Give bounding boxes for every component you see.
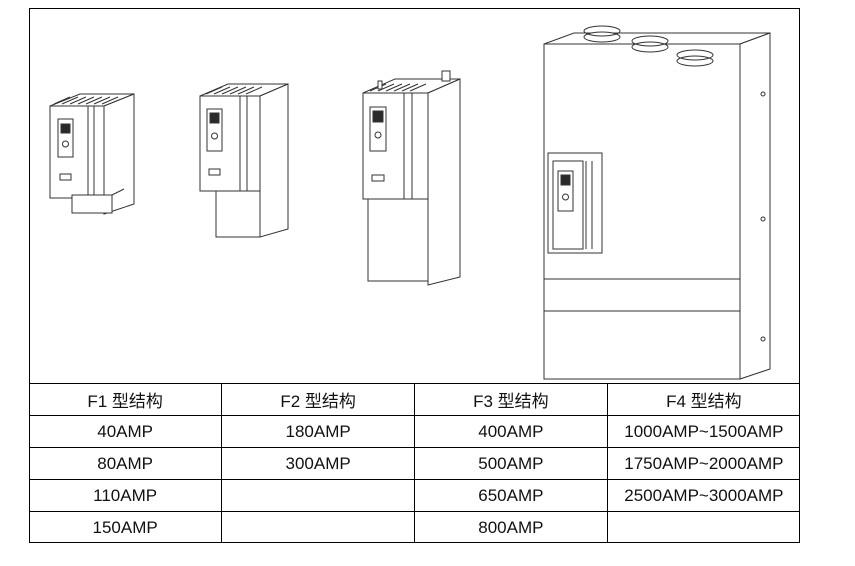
cell-f4: 1000AMP~1500AMP xyxy=(606,415,800,448)
cell-f4: 1750AMP~2000AMP xyxy=(606,447,800,480)
figure-frame xyxy=(29,8,800,543)
rating-table: F1 型结构 F2 型结构 F3 型结构 F4 型结构 40AMP 180AMP… xyxy=(29,383,800,543)
cell-f4 xyxy=(606,511,800,543)
cell-f2 xyxy=(221,511,415,543)
drive-illustrations xyxy=(49,25,771,380)
cell-f1: 110AMP xyxy=(29,479,223,512)
header-row: F1 型结构 F2 型结构 F3 型结构 F4 型结构 xyxy=(29,383,800,416)
header-f1: F1 型结构 xyxy=(29,383,223,416)
cell-f2 xyxy=(221,479,415,512)
cell-f1: 40AMP xyxy=(29,415,223,448)
f3-drive-illustration xyxy=(362,70,461,286)
cell-f1: 80AMP xyxy=(29,447,223,480)
cell-f3: 800AMP xyxy=(414,511,608,543)
header-f4: F4 型结构 xyxy=(606,383,800,416)
f2-drive-illustration xyxy=(199,83,289,238)
table-row: 110AMP 650AMP 2500AMP~3000AMP xyxy=(29,479,800,512)
f1-drive-illustration xyxy=(49,93,135,215)
header-f2: F2 型结构 xyxy=(221,383,415,416)
f4-cabinet-illustration xyxy=(543,25,771,380)
table-row: 150AMP 800AMP xyxy=(29,511,800,543)
cell-f3: 500AMP xyxy=(414,447,608,480)
cell-f3: 650AMP xyxy=(414,479,608,512)
cell-f2: 180AMP xyxy=(221,415,415,448)
table-row: 80AMP 300AMP 500AMP 1750AMP~2000AMP xyxy=(29,447,800,480)
table-row: 40AMP 180AMP 400AMP 1000AMP~1500AMP xyxy=(29,415,800,448)
cell-f2: 300AMP xyxy=(221,447,415,480)
header-f3: F3 型结构 xyxy=(414,383,608,416)
cell-f4: 2500AMP~3000AMP xyxy=(606,479,800,512)
cell-f1: 150AMP xyxy=(29,511,223,543)
cell-f3: 400AMP xyxy=(414,415,608,448)
